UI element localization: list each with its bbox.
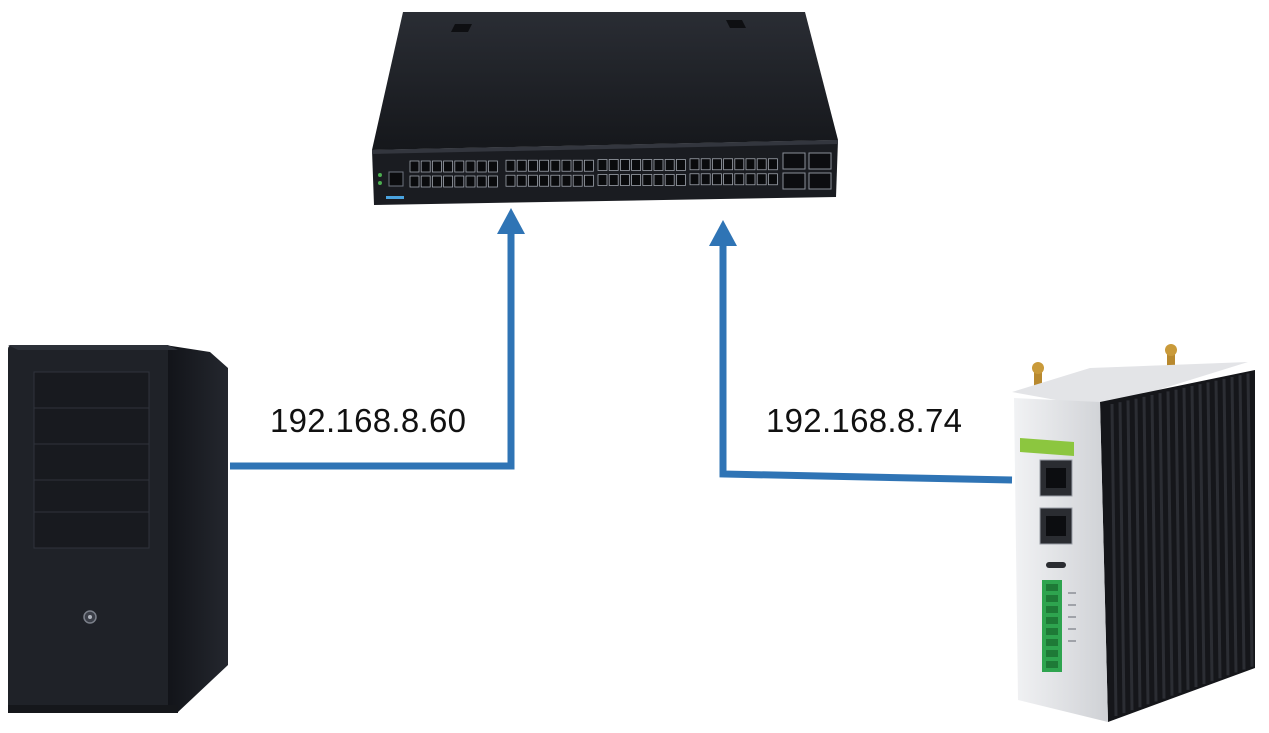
arrowhead-icon (497, 208, 525, 234)
gateway-ip-label: 192.168.8.74 (766, 402, 963, 439)
terminal-block (1046, 584, 1058, 668)
link-gateway-to-switch (709, 220, 1013, 484)
arrowhead-icon (709, 220, 737, 246)
link-computer-to-switch (230, 208, 525, 470)
switch-ethernet-ports (409, 158, 778, 188)
industrial-gateway-icon (1012, 344, 1255, 722)
network-switch-icon (372, 12, 838, 205)
computer-ip-label: 192.168.8.60 (270, 402, 467, 439)
heatsink-fins (1110, 373, 1254, 717)
desktop-tower-icon (8, 345, 228, 713)
